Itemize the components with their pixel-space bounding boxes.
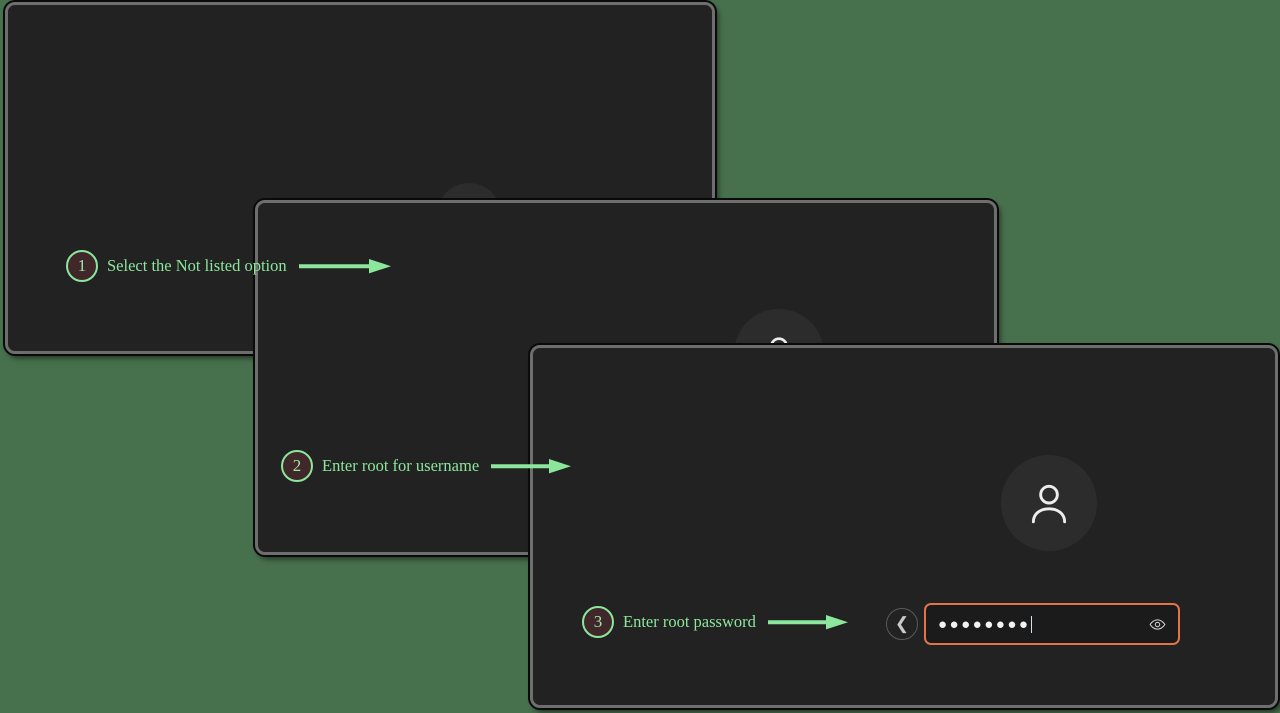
- step-label: Enter root password: [623, 612, 756, 631]
- step-badge: 2: [281, 450, 313, 482]
- step-badge: 1: [66, 250, 98, 282]
- avatar: [1001, 455, 1097, 551]
- step-label: Enter root for username: [322, 456, 480, 475]
- back-button[interactable]: ❮: [886, 608, 918, 640]
- annotation-step-1: 1 Select the Not listed option: [66, 250, 391, 282]
- eye-icon[interactable]: [1149, 616, 1166, 633]
- step-badge: 3: [582, 606, 614, 638]
- arrow-right-icon: [767, 613, 848, 631]
- arrow-right-icon: [298, 257, 391, 275]
- chevron-left-icon: ❮: [894, 613, 910, 633]
- user-avatar-icon: [1024, 478, 1074, 528]
- password-masked-value: ●●●●●●●●: [938, 615, 1031, 633]
- step-label: Select the Not listed option: [107, 256, 287, 275]
- login-password-screen: ❮ ●●●●●●●●: [530, 345, 1278, 708]
- password-input[interactable]: ●●●●●●●●: [924, 603, 1180, 645]
- annotation-step-3: 3 Enter root password: [582, 606, 848, 638]
- annotation-step-2: 2 Enter root for username: [281, 450, 572, 482]
- arrow-right-icon: [491, 457, 572, 475]
- text-caret: [1031, 615, 1033, 633]
